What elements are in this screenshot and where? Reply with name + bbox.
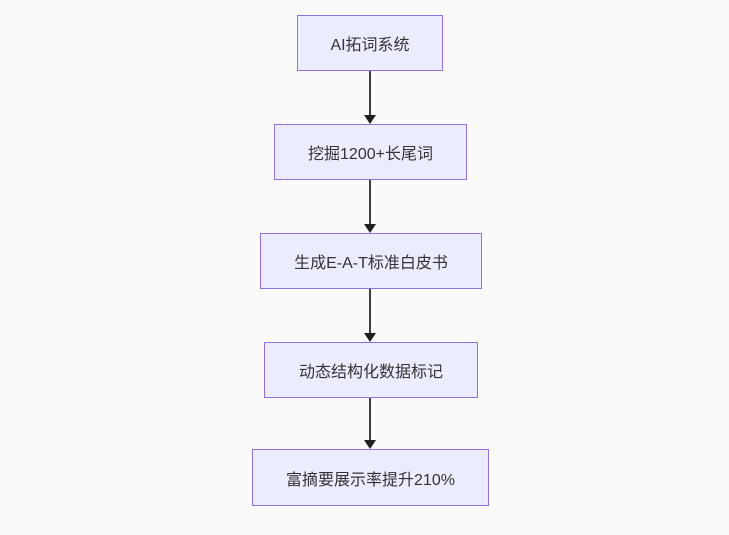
arrow-line xyxy=(369,289,371,334)
flow-arrow-3 xyxy=(363,289,377,342)
arrowhead-down-icon xyxy=(364,224,376,233)
arrow-line xyxy=(369,398,371,441)
flow-arrow-1 xyxy=(363,71,377,124)
flow-arrow-4 xyxy=(363,398,377,449)
flowchart-node-rich-snippet-result: 富摘要展示率提升210% xyxy=(252,449,489,506)
flowchart-node-structured-data-markup: 动态结构化数据标记 xyxy=(264,342,478,398)
flowchart-node-eat-whitepaper: 生成E-A-T标准白皮书 xyxy=(260,233,482,289)
arrowhead-down-icon xyxy=(364,440,376,449)
flowchart-node-ai-keyword-system: AI拓词系统 xyxy=(297,15,443,71)
arrowhead-down-icon xyxy=(364,333,376,342)
node-label: 挖掘1200+长尾词 xyxy=(308,146,433,163)
flow-arrow-2 xyxy=(363,180,377,233)
arrow-line xyxy=(369,71,371,116)
node-label: AI拓词系统 xyxy=(330,37,410,54)
flowchart-node-longtail-mining: 挖掘1200+长尾词 xyxy=(274,124,467,180)
arrow-line xyxy=(369,180,371,225)
node-label: 富摘要展示率提升210% xyxy=(286,471,455,489)
node-label: 动态结构化数据标记 xyxy=(298,364,443,381)
node-label: 生成E-A-T标准白皮书 xyxy=(294,255,448,272)
arrowhead-down-icon xyxy=(364,115,376,124)
